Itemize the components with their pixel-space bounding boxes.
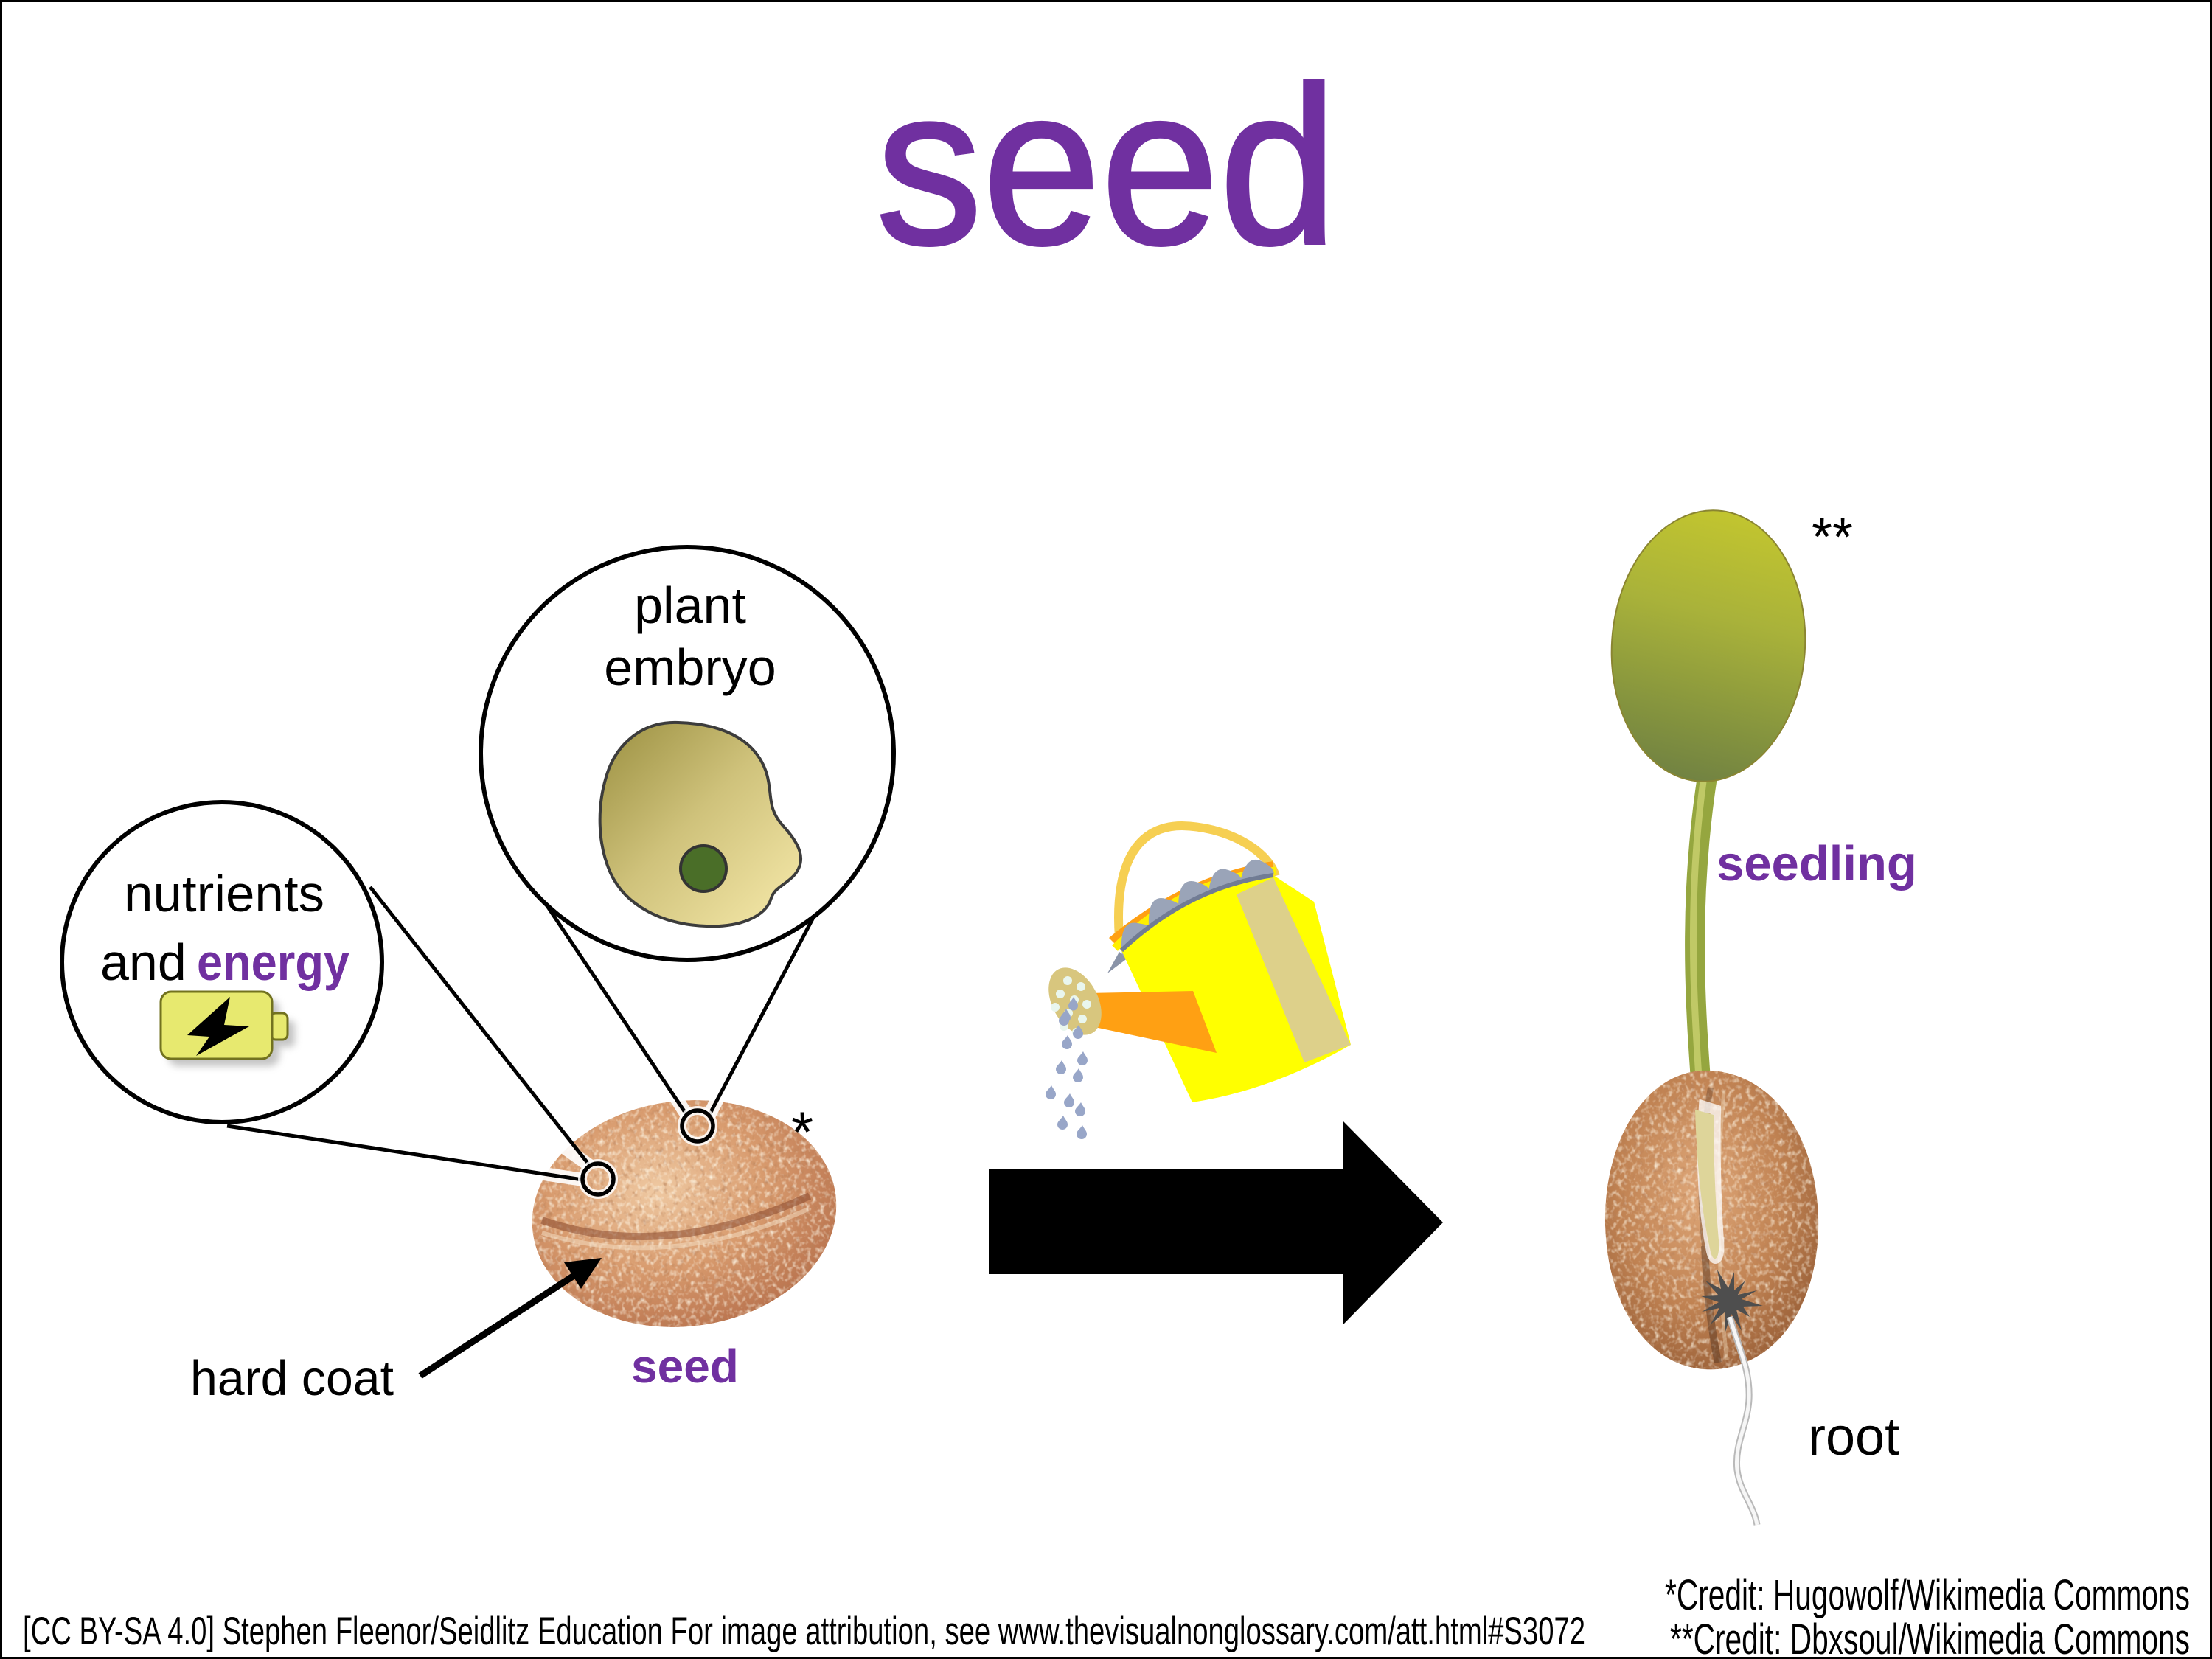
svg-text:**: ** — [1812, 508, 1853, 567]
svg-text:nutrients: nutrients — [124, 865, 324, 922]
svg-text:*: * — [791, 1099, 813, 1164]
svg-text:[CC BY-SA 4.0] Stephen Fleenor: [CC BY-SA 4.0] Stephen Fleenor/Seidlitz … — [23, 1610, 1585, 1653]
svg-text:seed: seed — [876, 40, 1338, 291]
svg-text:seedling: seedling — [1717, 836, 1917, 891]
svg-text:seed: seed — [631, 1340, 739, 1393]
svg-text:and: and — [100, 933, 187, 991]
svg-text:hard coat: hard coat — [190, 1351, 394, 1406]
svg-text:root: root — [1808, 1408, 1899, 1467]
svg-text:embryo: embryo — [604, 639, 776, 696]
svg-text:*Credit: Hugowolf/Wikimedia Co: *Credit: Hugowolf/Wikimedia Commons — [1665, 1571, 2190, 1619]
svg-text:**Credit: Dbxsoul/Wikimedia Co: **Credit: Dbxsoul/Wikimedia Commons — [1670, 1615, 2190, 1659]
svg-text:energy: energy — [197, 933, 349, 991]
svg-text:plant: plant — [634, 577, 746, 634]
